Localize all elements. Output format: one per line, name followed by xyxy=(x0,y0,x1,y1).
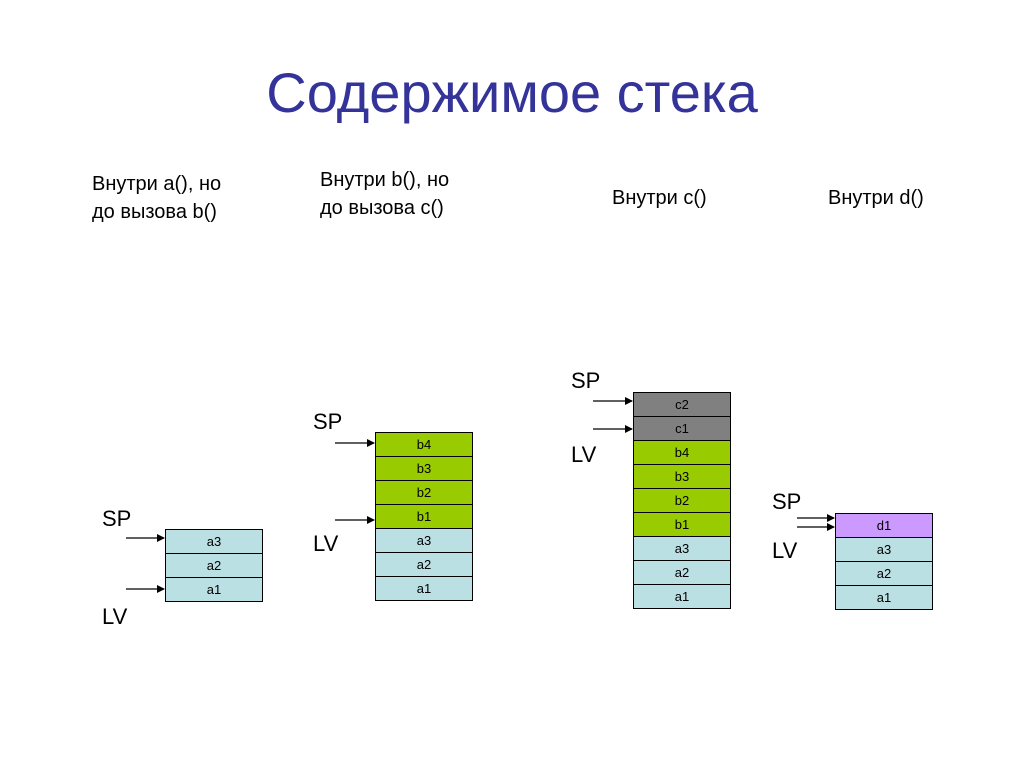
stack-cell: a1 xyxy=(166,578,262,602)
column-2-header-line-1: Внутри b(), но xyxy=(320,169,450,191)
stack-cell: b3 xyxy=(634,465,730,489)
stack-cell: b2 xyxy=(634,489,730,513)
sp-label-4: SP xyxy=(772,489,802,514)
stack-cell: d1 xyxy=(836,514,932,538)
lv-label-2: LV xyxy=(313,531,339,556)
stack-cell: a2 xyxy=(166,554,262,578)
column-3-header: Внутри c() xyxy=(612,184,707,212)
stack-cell: a1 xyxy=(836,586,932,610)
stack-cell: b2 xyxy=(376,481,472,505)
stack-cell: a2 xyxy=(376,553,472,577)
slide-title: Содержимое стека xyxy=(266,61,758,124)
stack-cell: b4 xyxy=(634,441,730,465)
stack-cell: b1 xyxy=(634,513,730,537)
stack-cell: a2 xyxy=(634,561,730,585)
stack-cell: a3 xyxy=(376,529,472,553)
stack-1: a3 a2 a1 xyxy=(165,529,263,602)
stack-cell: a3 xyxy=(634,537,730,561)
stack-cell: c1 xyxy=(634,417,730,441)
stack-2: b4 b3 b2 b1 a3 a2 a1 xyxy=(375,432,473,601)
stack-cell: b3 xyxy=(376,457,472,481)
column-1-header-line-2: до вызова b() xyxy=(92,201,217,223)
stack-cell: a3 xyxy=(166,530,262,554)
column-2-header-line-2: до вызова c() xyxy=(320,197,444,219)
stack-4: d1 a3 a2 a1 xyxy=(835,513,933,610)
lv-label-3: LV xyxy=(571,442,597,467)
stack-cell: c2 xyxy=(634,393,730,417)
sp-label-2: SP xyxy=(313,409,343,434)
stack-cell: a1 xyxy=(634,585,730,609)
stack-cell: b4 xyxy=(376,433,472,457)
stack-cell: b1 xyxy=(376,505,472,529)
column-4-header: Внутри d() xyxy=(828,184,924,212)
sp-label-3: SP xyxy=(571,368,601,393)
column-4-header-line-1: Внутри d() xyxy=(828,187,924,209)
column-3-header-line-1: Внутри c() xyxy=(612,187,707,209)
lv-label-1: LV xyxy=(102,604,128,629)
column-2-header: Внутри b(), но до вызова c() xyxy=(320,166,449,222)
lv-label-4: LV xyxy=(772,538,798,563)
stack-cell: a1 xyxy=(376,577,472,601)
column-1-header-line-1: Внутри a(), но xyxy=(92,173,222,195)
stack-cell: a3 xyxy=(836,538,932,562)
stack-3: c2 c1 b4 b3 b2 b1 a3 a2 a1 xyxy=(633,392,731,609)
stack-cell: a2 xyxy=(836,562,932,586)
sp-label-1: SP xyxy=(102,506,132,531)
column-1-header: Внутри a(), но до вызова b() xyxy=(92,170,221,226)
